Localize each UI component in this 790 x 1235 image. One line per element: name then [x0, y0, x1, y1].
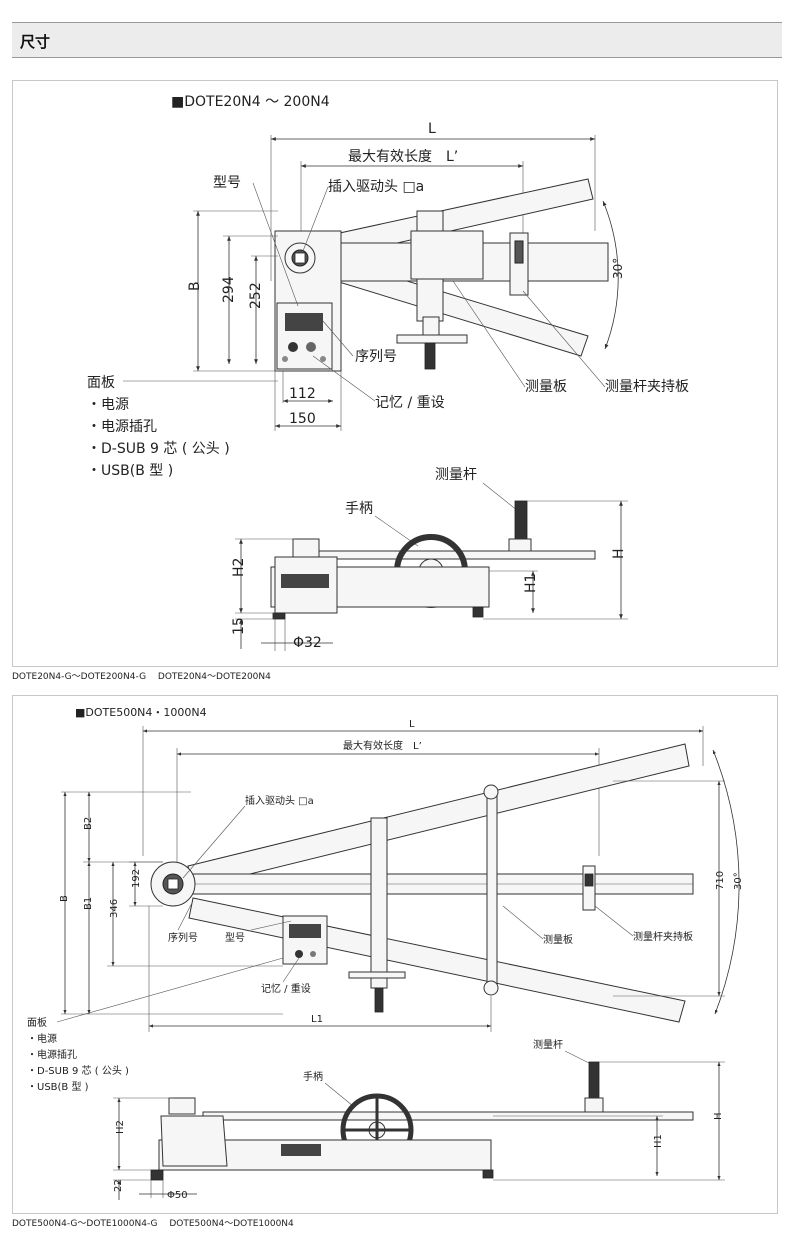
bottom-label-handle: 手柄: [303, 1070, 323, 1083]
bottom-label-drive: 插入驱动头 □a: [245, 794, 314, 807]
bottom-model-title: ■DOTE500N4・1000N4: [75, 706, 207, 719]
bottom-dim-710: 710: [715, 871, 726, 890]
top-dim-150: 150: [289, 411, 316, 427]
bottom-dim-H: H: [713, 1112, 724, 1120]
top-label-model: 型号: [213, 175, 241, 191]
top-panel-list-2: ・电源插孔: [87, 419, 157, 435]
bottom-panel-list-3: ・D-SUB 9 芯 ( 公头 ): [27, 1064, 129, 1077]
bottom-label-bar-holder: 测量杆夹持板: [633, 930, 693, 943]
bottom-dim-H1: H1: [653, 1134, 664, 1148]
top-label-drive: 插入驱动头 □a: [328, 179, 424, 195]
bottom-swing-bar-down: [188, 897, 686, 1023]
top-panel-list-0: 面板: [87, 375, 115, 391]
top-caption: DOTE20N4-G～DOTE200N4-G DOTE20N4～DOTE200N…: [12, 672, 271, 682]
top-label-bar: 测量杆: [435, 467, 477, 483]
top-dim-H1: H1: [523, 574, 539, 593]
bottom-dim-B: B: [59, 895, 70, 902]
bottom-dim-346: 346: [109, 899, 120, 918]
top-dim-H: H: [611, 548, 627, 559]
top-dim-15: 15: [231, 617, 247, 635]
top-dim-phi: Φ32: [293, 635, 322, 651]
bottom-dim-192: 192: [131, 869, 142, 888]
bottom-swing-bar-up: [187, 743, 690, 889]
bottom-figure-panel: ■DOTE500N4・1000N4 L 最大有效长度 L’ 30° 710 B …: [12, 695, 778, 1214]
top-dim-L: L: [428, 121, 436, 137]
top-knob: [424, 342, 436, 370]
top-dim-angle: 30°: [611, 258, 625, 279]
top-panel-list-4: ・USB(B 型 ): [87, 463, 173, 479]
top-label-plate: 测量板: [525, 379, 567, 395]
top-dim-B: B: [187, 281, 203, 291]
top-label-bar-holder: 测量杆夹持板: [605, 379, 689, 395]
top-model-title: ■DOTE20N4 ～ 200N4: [171, 94, 330, 110]
top-panel-list-1: ・电源: [87, 397, 129, 413]
top-label-memory: 记忆 / 重设: [375, 395, 445, 411]
top-dim-252: 252: [248, 282, 264, 309]
bottom-knob: [374, 987, 384, 1013]
bottom-label-memory: 记忆 / 重设: [261, 982, 311, 995]
bottom-caption: DOTE500N4-G～DOTE1000N4-G DOTE500N4～DOTE1…: [12, 1219, 294, 1229]
bottom-dim-L-prime: 最大有效长度 L’: [343, 739, 422, 752]
top-side-main-bar: [302, 550, 596, 560]
bottom-dim-L: L: [409, 719, 415, 730]
bottom-dim-B1: B1: [83, 897, 94, 910]
bottom-panel: [282, 915, 328, 965]
bottom-dim-22: 22: [113, 1179, 124, 1192]
top-memory-button: [288, 342, 298, 352]
bottom-label-plate: 测量板: [543, 933, 573, 946]
top-display: [285, 313, 323, 331]
section-header: 尺寸: [12, 22, 782, 58]
bottom-bar-holder: [582, 865, 596, 911]
bottom-panel-list-4: ・USB(B 型 ): [27, 1080, 89, 1093]
section-title: 尺寸: [20, 33, 51, 51]
bottom-drawing: ■DOTE500N4・1000N4 L 最大有效长度 L’ 30° 710 B …: [27, 706, 744, 1201]
top-handwheel-edge: [396, 334, 468, 344]
bottom-label-bar: 测量杆: [533, 1038, 563, 1051]
top-label-handle: 手柄: [345, 501, 373, 517]
bottom-side-bar: [588, 1061, 600, 1103]
top-figure-panel: ■DOTE20N4 ～ 200N4 L 最大有效长度 L’ 30° B 2: [12, 80, 778, 667]
bottom-memory-button: [295, 950, 303, 958]
bottom-panel-list-0: 面板: [27, 1016, 47, 1029]
top-dim-L-prime: 最大有效长度 L’: [348, 149, 458, 165]
bottom-dim-angle: 30°: [733, 872, 744, 890]
bottom-panel-list-2: ・电源插孔: [27, 1048, 77, 1061]
top-plate-block: [410, 230, 484, 280]
bottom-measuring-plate: [370, 817, 388, 989]
bottom-panel-list-1: ・电源: [27, 1032, 57, 1045]
bottom-dim-L1: L1: [311, 1014, 323, 1025]
bottom-label-serial: 序列号: [168, 931, 198, 944]
top-dim-H2: H2: [231, 558, 247, 577]
top-dim-112: 112: [289, 386, 316, 402]
bottom-dim-H2: H2: [115, 1120, 126, 1134]
bottom-label-model: 型号: [225, 931, 245, 944]
top-label-serial: 序列号: [355, 349, 397, 365]
top-panel-list-3: ・D-SUB 9 芯 ( 公头 ): [87, 441, 230, 457]
bottom-dim-B2: B2: [83, 817, 94, 830]
top-dim-294: 294: [221, 276, 237, 303]
bottom-dim-phi: Φ50: [167, 1190, 188, 1201]
top-drawing: ■DOTE20N4 ～ 200N4 L 最大有效长度 L’ 30° B 2: [87, 94, 689, 651]
